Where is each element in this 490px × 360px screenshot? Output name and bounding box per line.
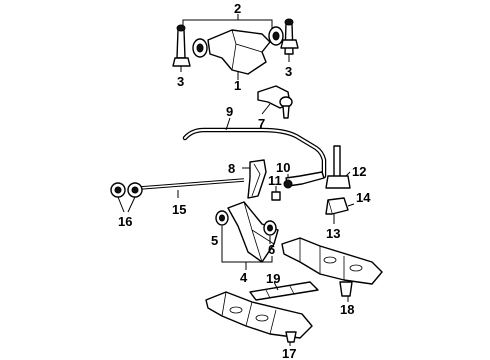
brace-19 [249,281,319,301]
callout-2: 2 [234,1,241,16]
callout-3-right: 3 [285,64,292,79]
bracket-4 [221,256,273,263]
callout-7: 7 [258,116,265,131]
leader-7 [261,103,271,115]
strut-rod-group [110,178,245,213]
stud-right [284,23,294,55]
nut [271,191,281,201]
callout-15: 15 [172,202,186,217]
callout-4: 4 [240,270,248,285]
bracket [325,175,351,189]
leader-14 [347,203,355,207]
leader-16a [117,196,125,213]
leader-9 [225,117,231,131]
callout-18: 18 [340,302,354,317]
callout-13: 13 [326,226,340,241]
callout-1: 1 [234,78,241,93]
upper-control-arm-group [172,14,299,80]
upper-control-arm [207,29,271,75]
crossmember-lower [205,291,313,346]
callout-3-left: 3 [177,74,184,89]
callout-16: 16 [118,214,132,229]
stabilizer-bracket-group [325,145,355,224]
leader-2 [182,19,273,28]
stabilizer-bar [182,117,327,179]
stud-left [176,29,186,59]
leader-12 [345,171,351,177]
callout-12: 12 [352,164,366,179]
callout-6: 6 [268,242,275,257]
leader-16b [127,196,136,213]
callout-11: 11 [268,173,282,188]
callout-19: 19 [266,271,280,286]
callout-9: 9 [226,104,233,119]
leader-19 [273,281,279,291]
callout-14: 14 [356,190,371,205]
callout-10: 10 [276,160,290,175]
stabilizer-link-group [242,159,325,201]
callout-5: 5 [211,233,218,248]
lower-control-arm-group [215,201,279,270]
stabilizer-link [247,159,267,199]
crossmember-upper [281,237,383,302]
callout-8: 8 [228,161,235,176]
callout-17: 17 [282,346,296,360]
ball-joint [257,85,293,119]
